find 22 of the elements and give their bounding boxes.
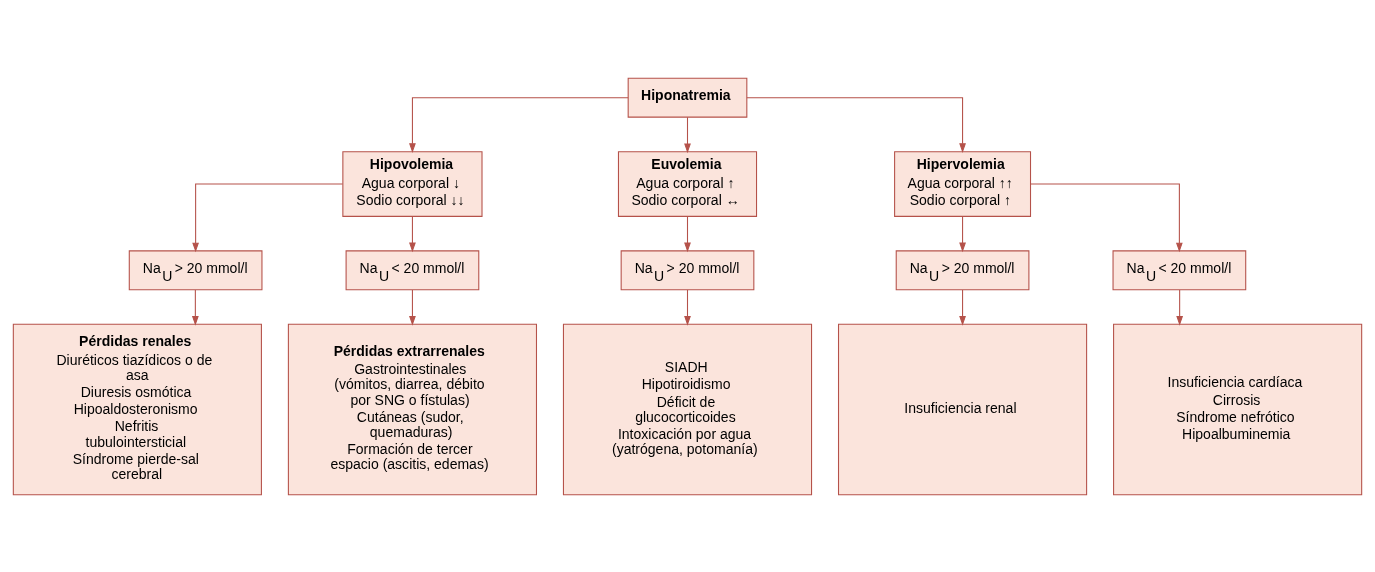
arrow [959, 215, 966, 252]
arrow [192, 183, 344, 252]
node-box: Insuficiencia cardíaca Cirrosis Síndrome nefrótico Hipoalbuminemia [1113, 323, 1363, 495]
arrow [409, 96, 629, 153]
arrow [684, 288, 691, 326]
node-box: Hiponatremia [627, 77, 748, 118]
arrow [1176, 288, 1184, 326]
arrow [1030, 183, 1183, 252]
node-box: Pérdidas renales Diuréticos tiazídicos o de asa Diuresis osmótica Hipoaldosteronismo Nefritis tubulointersticial Síndrome pierde-sal cerebral [12, 323, 262, 495]
arrow [409, 288, 416, 326]
arrow [959, 288, 966, 326]
arrow [191, 288, 199, 326]
arrow [684, 215, 691, 252]
node-box: Euvolemia Agua corporal ↑ Sodio corporal ↔ [617, 150, 758, 217]
node-box: Hipervolemia Agua corporal ↑↑ Sodio corporal ↑ [894, 150, 1032, 217]
arrow [684, 116, 691, 153]
node-box: SIADH Hipotiroidismo Déficit de glucocorticoides Intoxicación por agua (yatrógena, potomanía) [562, 323, 813, 495]
node-box: Insuficiencia renal [838, 323, 1088, 495]
node-box: Pérdidas extrarrenales Gastrointestinales (vómitos, diarrea, débito por SNG o fístulas) Cutáneas (sudor, quemaduras) Formación de tercer espacio (ascitis, edemas) [287, 323, 537, 495]
arrow [746, 96, 966, 153]
arrow [409, 215, 416, 252]
node-box: Hipovolemia Agua corporal ↓ Sodio corporal ↓↓ [342, 150, 483, 217]
